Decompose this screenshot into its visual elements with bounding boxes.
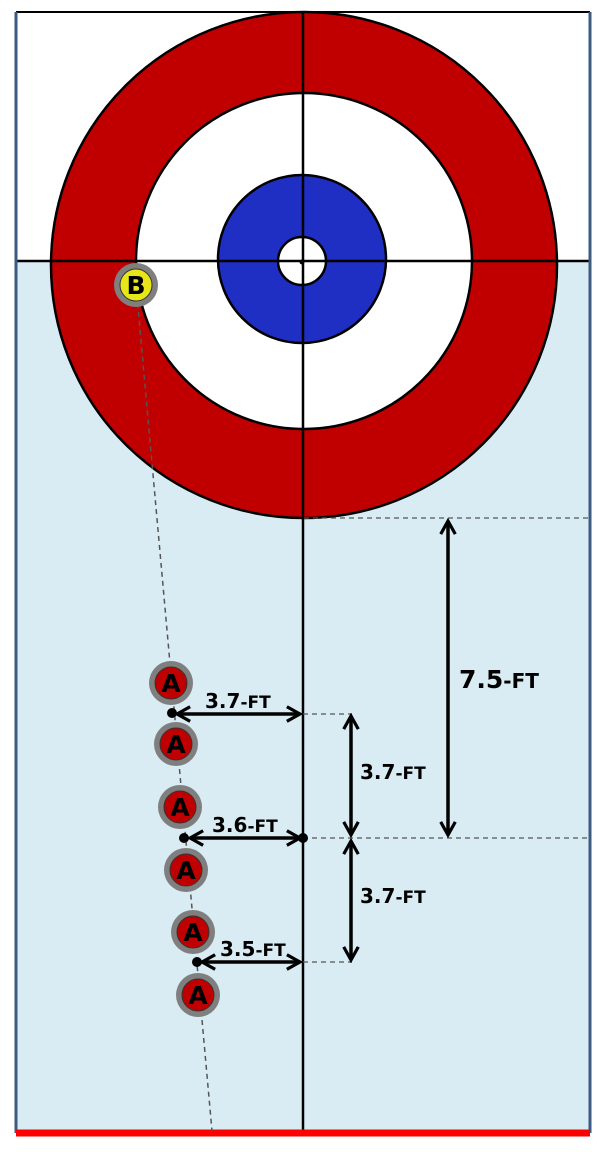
measure-point-1	[167, 708, 177, 718]
offset-label-3: 3.5-FT	[220, 937, 286, 961]
stone-a-1: A	[149, 661, 193, 705]
measure-point-3	[192, 957, 202, 967]
stone-a-6: A	[176, 973, 220, 1017]
total-distance-label: 7.5-FT	[459, 665, 539, 694]
stone-a-4: A	[164, 848, 208, 892]
stone-path-line	[135, 284, 213, 1132]
offset-label-2: 3.6-FT	[212, 813, 278, 837]
stone-a-5: A	[171, 910, 215, 954]
stone-a-3: A	[158, 785, 202, 829]
spacing-label-lower: 3.7-FT	[360, 884, 426, 908]
stone-b-label: B	[126, 271, 145, 300]
stone-a-2-label: A	[166, 730, 186, 759]
stone-a-1-label: A	[161, 669, 181, 698]
measure-point-2	[179, 833, 189, 843]
offset-label-1: 3.7-FT	[205, 689, 271, 713]
stone-a-6-label: A	[188, 981, 208, 1010]
stone-a-3-label: A	[170, 793, 190, 822]
stone-a-2: A	[154, 722, 198, 766]
stone-a-4-label: A	[176, 856, 196, 885]
stone-a-5-label: A	[183, 918, 203, 947]
spacing-label-upper: 3.7-FT	[360, 760, 426, 784]
stone-b: B	[114, 263, 158, 307]
